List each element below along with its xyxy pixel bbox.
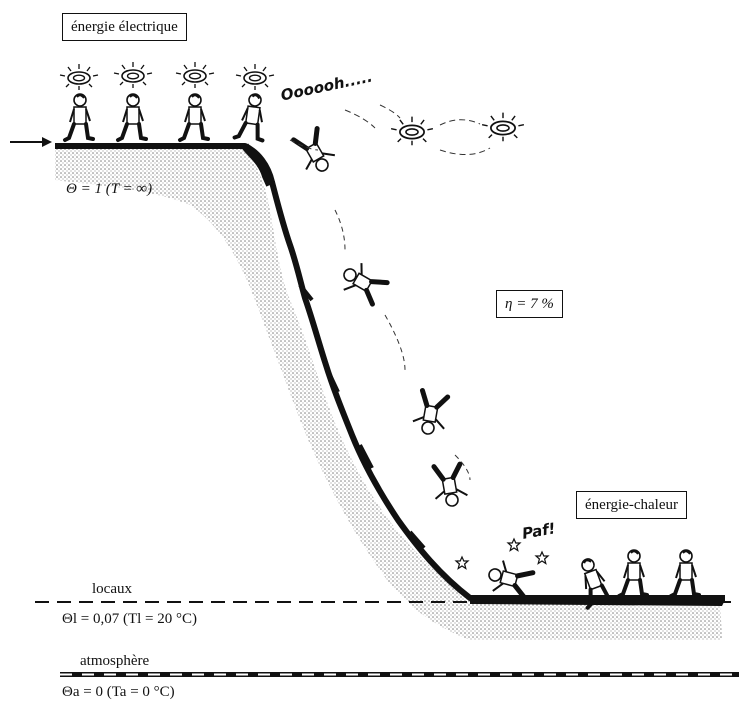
walker-figure xyxy=(63,92,95,142)
falling-figure xyxy=(411,390,450,437)
cliff-edge xyxy=(55,143,725,601)
theta-atmosphere-label: Θa = 0 (Ta = 0 °C) xyxy=(62,684,175,700)
walker-figure xyxy=(669,548,701,598)
star-icon xyxy=(455,556,469,570)
walker-figure xyxy=(617,548,649,598)
halo-icon xyxy=(59,63,99,91)
falling-figure xyxy=(337,258,389,307)
falling-figure xyxy=(430,462,469,509)
halo-icon xyxy=(235,63,275,91)
premises-label: locaux xyxy=(92,581,132,597)
atmosphere-label: atmosphère xyxy=(80,653,150,669)
walker-figure xyxy=(178,92,210,142)
halo-icon xyxy=(113,61,153,89)
falling-figure xyxy=(290,126,339,178)
walker-figure xyxy=(232,89,271,144)
halo-icon xyxy=(481,111,525,143)
star-icon xyxy=(507,538,521,552)
fallen-figure xyxy=(485,558,534,600)
heat-energy-label: énergie-chaleur xyxy=(576,491,687,519)
walker-figure xyxy=(116,92,148,142)
theta-premises-label: Θl = 0,07 (Tl = 20 °C) xyxy=(62,611,197,627)
star-icon xyxy=(535,551,549,565)
electric-energy-label: énergie électrique xyxy=(62,13,187,41)
cliff-shading xyxy=(55,148,722,640)
theta-top-label: Θ = 1 (T = ∞) xyxy=(66,181,153,197)
halo-icon xyxy=(390,115,434,147)
halo-icon xyxy=(175,61,215,89)
efficiency-label: η = 7 % xyxy=(496,290,563,318)
